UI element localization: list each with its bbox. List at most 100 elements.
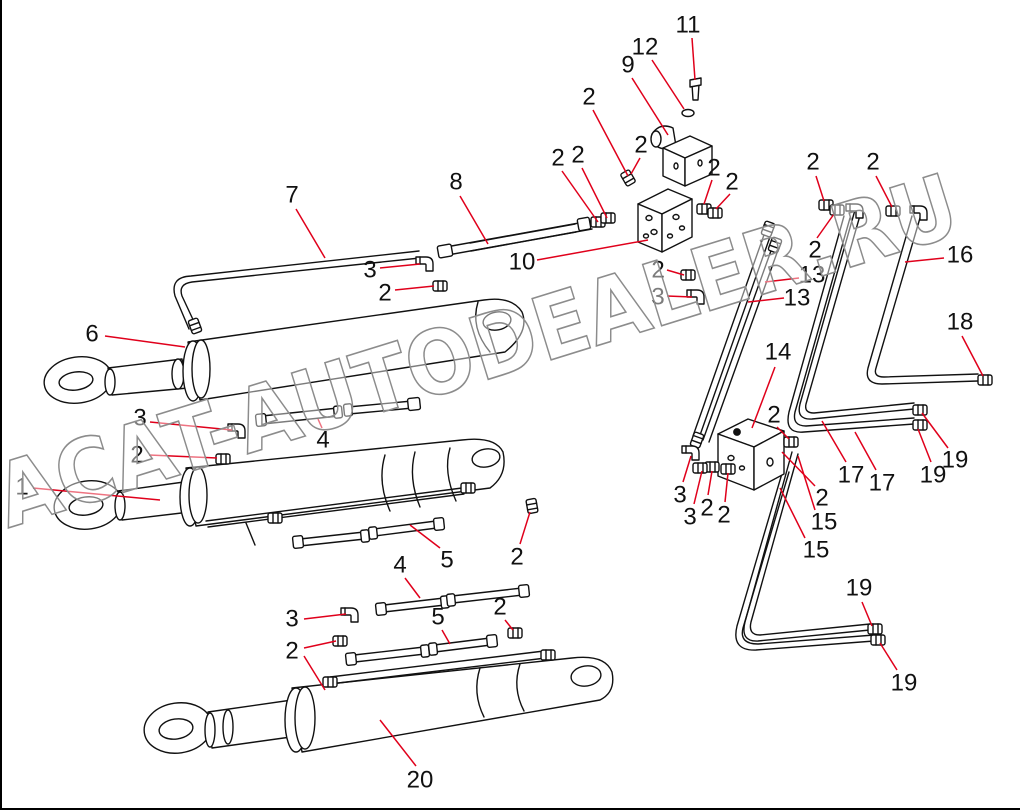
pipe-16 bbox=[866, 215, 979, 385]
callout-label: 8 bbox=[449, 169, 462, 196]
callout-label: 19 bbox=[942, 447, 969, 474]
leader-line bbox=[703, 179, 713, 205]
fitting-18 bbox=[977, 374, 993, 386]
callout-label: 2 bbox=[866, 149, 879, 176]
leader-line bbox=[561, 170, 599, 223]
leader-line bbox=[519, 511, 531, 545]
callout-label: 5 bbox=[431, 604, 444, 631]
bolt-11 bbox=[689, 77, 702, 101]
callout-label: 10 bbox=[509, 249, 536, 276]
leader-line bbox=[879, 642, 898, 671]
cylinder-20-tube bbox=[329, 650, 547, 685]
callout-label: 3 bbox=[673, 482, 686, 509]
hose-4-lower bbox=[374, 584, 531, 616]
leader-line bbox=[536, 239, 649, 261]
leader-line bbox=[707, 470, 713, 496]
callout-label: 3 bbox=[363, 257, 376, 284]
fitting-tube-end bbox=[322, 676, 338, 688]
callout-label: 3 bbox=[651, 284, 664, 311]
callout-label: 2 bbox=[717, 502, 730, 529]
callout-label: 2 bbox=[700, 495, 713, 522]
fitting-2 bbox=[619, 168, 637, 188]
leader-line bbox=[875, 175, 893, 208]
pipes-15 bbox=[735, 451, 875, 651]
fitting-2 bbox=[692, 462, 708, 474]
callout-label: 2 bbox=[582, 84, 595, 111]
callout-label: 3 bbox=[133, 405, 146, 432]
fitting-2 bbox=[525, 497, 539, 515]
callout-label: 1 bbox=[15, 474, 28, 501]
leader-line bbox=[861, 601, 873, 627]
callout-label: 2 bbox=[725, 169, 738, 196]
hose-4-upper bbox=[254, 396, 422, 427]
callout-label: 19 bbox=[920, 462, 947, 489]
fitting-19 bbox=[912, 404, 928, 416]
pipe-7 bbox=[173, 250, 421, 330]
callout-label: 17 bbox=[838, 462, 865, 489]
callout-label: 13 bbox=[799, 262, 826, 289]
hose-8 bbox=[436, 216, 593, 259]
leader-line bbox=[797, 455, 816, 511]
leader-line bbox=[32, 487, 161, 501]
callout-label: 2 bbox=[634, 132, 647, 159]
leader-line bbox=[303, 640, 337, 649]
fitting-tube-end bbox=[540, 649, 556, 661]
cylinder-6-barrel bbox=[187, 298, 525, 401]
callout-label: 2 bbox=[285, 638, 298, 665]
callout-label: 11 bbox=[676, 12, 701, 39]
leader-line bbox=[651, 59, 685, 110]
callout-label: 9 bbox=[621, 52, 634, 79]
callout-label: 2 bbox=[815, 485, 828, 512]
callout-label: 2 bbox=[808, 237, 821, 264]
callout-label: 2 bbox=[651, 257, 664, 284]
leader-line bbox=[581, 167, 608, 219]
callout-label: 20 bbox=[407, 767, 434, 794]
callout-label: 2 bbox=[551, 145, 564, 172]
leader-line bbox=[148, 454, 218, 459]
fitting-2 bbox=[720, 463, 736, 475]
callout-label: 2 bbox=[806, 149, 819, 176]
leader-line bbox=[630, 157, 641, 175]
callout-label: 19 bbox=[891, 670, 918, 697]
callout-label: 2 bbox=[571, 142, 584, 169]
callout-label: 7 bbox=[285, 182, 298, 209]
leader-line bbox=[666, 295, 693, 298]
callout-label: 2 bbox=[493, 594, 506, 621]
leader-line bbox=[631, 77, 669, 136]
leader-line bbox=[921, 412, 949, 449]
cylinder-1-barrel bbox=[185, 438, 505, 527]
leader-line bbox=[693, 470, 703, 505]
leader-line bbox=[816, 213, 835, 239]
leader-line bbox=[815, 175, 825, 202]
leader-line bbox=[724, 472, 729, 503]
callout-label: 3 bbox=[683, 504, 696, 531]
callout-label: 2 bbox=[130, 442, 143, 469]
cylinder-1-tube bbox=[205, 487, 465, 528]
callout-label: 6 bbox=[85, 321, 98, 348]
pipes-17 bbox=[787, 209, 915, 433]
leader-line bbox=[303, 655, 326, 691]
leader-line bbox=[317, 418, 323, 429]
leader-line bbox=[854, 431, 877, 471]
callout-label: 3 bbox=[285, 606, 298, 633]
callout-label: 18 bbox=[947, 309, 974, 336]
fitting-2 bbox=[707, 207, 723, 219]
leader-line bbox=[715, 193, 731, 210]
pipe-7-nut bbox=[187, 317, 203, 335]
leader-line bbox=[764, 277, 800, 283]
leader-line bbox=[592, 109, 629, 177]
leader-line bbox=[504, 619, 514, 631]
callout-label: 12 bbox=[632, 34, 659, 61]
leader-line bbox=[404, 577, 421, 599]
leader-line bbox=[379, 263, 421, 269]
fitting-19 bbox=[912, 419, 928, 431]
leader-line bbox=[441, 629, 451, 645]
callout-label: 4 bbox=[316, 427, 329, 454]
fitting-2 bbox=[783, 436, 799, 448]
callout-label: 2 bbox=[707, 155, 720, 182]
callout-label: 2 bbox=[510, 544, 523, 571]
callout-label: 13 bbox=[784, 285, 811, 312]
leader-line bbox=[961, 335, 984, 377]
leader-line bbox=[751, 366, 776, 429]
